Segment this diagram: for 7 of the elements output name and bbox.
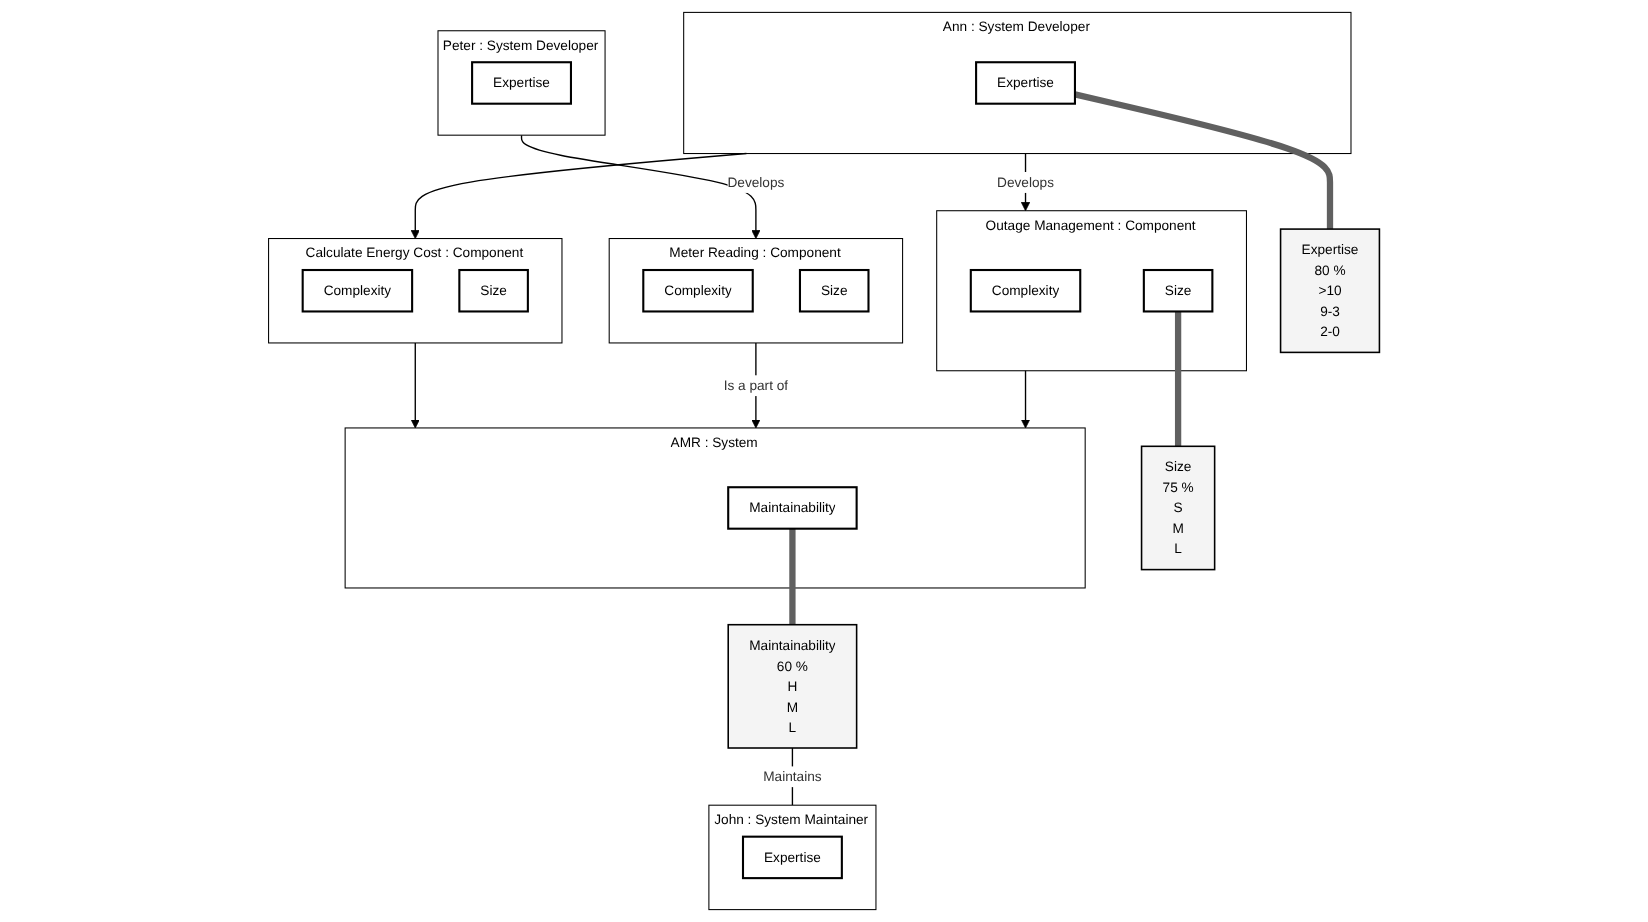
arrow	[410, 342, 420, 429]
arrow	[1020, 370, 1031, 429]
connector	[1074, 91, 1334, 230]
arrow	[410, 152, 748, 239]
arrow	[520, 134, 761, 239]
connector	[789, 528, 796, 625]
connector	[1174, 311, 1182, 447]
